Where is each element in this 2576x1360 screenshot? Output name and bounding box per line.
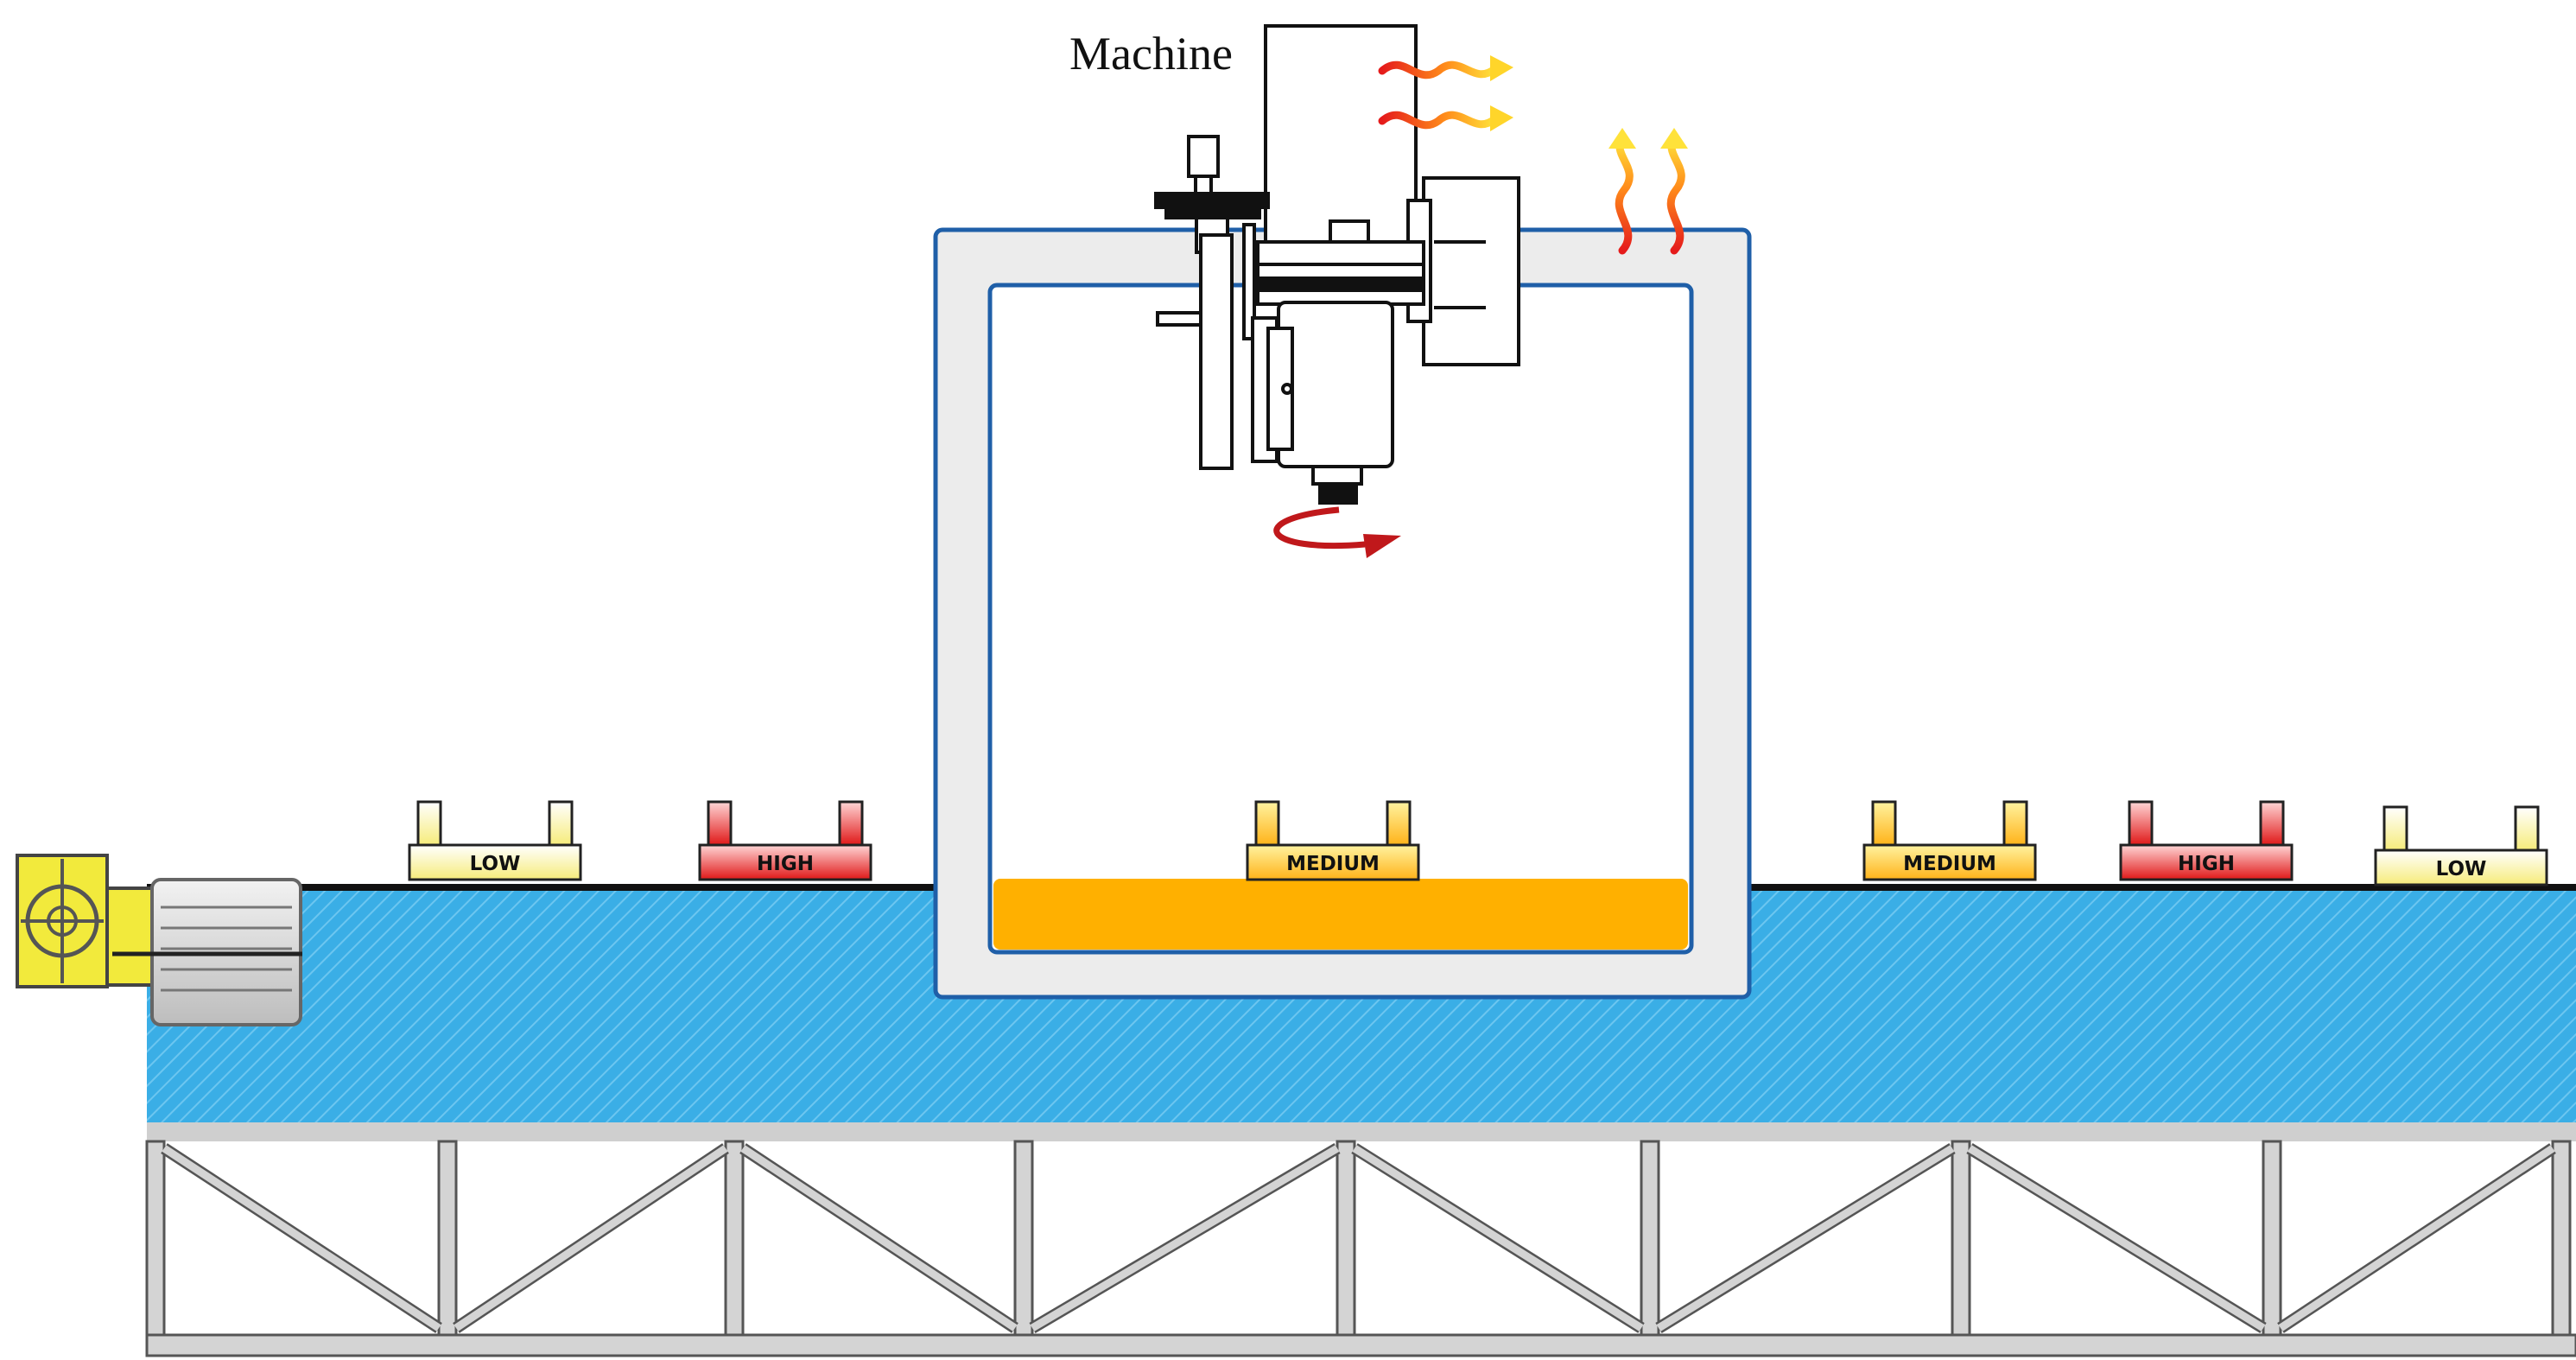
conveyor-rail [147,1122,2576,1141]
pallet-label: HIGH [757,853,814,875]
truss-diagonal [740,1145,1018,1331]
pallet-low: LOW [2374,805,2548,887]
pallet-high: HIGH [2119,800,2294,881]
truss-post [2262,1140,2282,1337]
truss-diagonal [162,1145,441,1331]
truss-post [145,1140,166,1337]
pallet-post [2128,800,2154,847]
heat-wave-arrowhead [1490,105,1513,131]
truss-diagonal [2278,1145,2555,1331]
pallet-base [1862,843,2037,881]
motor-icon [16,854,302,1026]
rotation-arrow-icon [1273,506,1401,558]
pallet-base [408,843,582,881]
truss-diagonal [454,1145,728,1331]
heat-wave-icon [1378,60,1499,130]
heat-wave-arrowhead [1490,55,1513,81]
pallet-post [1871,800,1897,847]
pallet-base [2119,843,2294,881]
truss-diagonal [1030,1145,1340,1331]
pallet-post [1254,800,1280,847]
truss-post [2551,1140,2572,1337]
truss-diagonal [1656,1145,1955,1331]
machine-label: Machine [1069,28,1233,79]
pallet-label: LOW [2436,858,2487,880]
pallet-post [2002,800,2028,847]
pallet-medium: MEDIUM [1246,800,1420,881]
pallet-label: LOW [470,853,521,875]
pallet-base [698,843,872,881]
machine-chamber [933,227,1752,1000]
heat-wave-arrowhead [1608,128,1636,149]
pallet-row: LOW HIGH MEDIUM MEDIUM HIGH LOW [408,800,2548,887]
pallet-label: MEDIUM [1286,853,1380,875]
spindle-icon [1154,24,1520,505]
truss-diagonal [1352,1145,1644,1331]
pallet-base [1246,843,1420,881]
pallet-low: LOW [408,800,582,881]
heat-wave-icon [1615,134,1685,255]
pallet-post [1386,800,1412,847]
pallet-label: HIGH [2178,853,2235,875]
truss-post [1336,1140,1356,1337]
pallet-post [2259,800,2285,847]
heat-wave-arrowhead [1660,128,1688,149]
pallet-post [838,800,864,847]
support-truss [145,1140,2576,1357]
pallet-post [2382,805,2408,852]
pallet-post [707,800,733,847]
pallet-post [2514,805,2540,852]
pallet-base [2374,848,2548,887]
truss-post [1951,1140,1971,1337]
truss-post [1640,1140,1660,1337]
pallet-post [416,800,442,847]
truss-post [724,1140,745,1337]
pallet-label: MEDIUM [1903,853,1996,875]
truss-post [1013,1140,1034,1337]
truss-post [437,1140,458,1337]
pallet-high: HIGH [698,800,872,881]
pallet-post [548,800,574,847]
truss-diagonal [1967,1145,2266,1331]
heated-bed [993,879,1688,950]
pallet-medium: MEDIUM [1862,800,2037,881]
